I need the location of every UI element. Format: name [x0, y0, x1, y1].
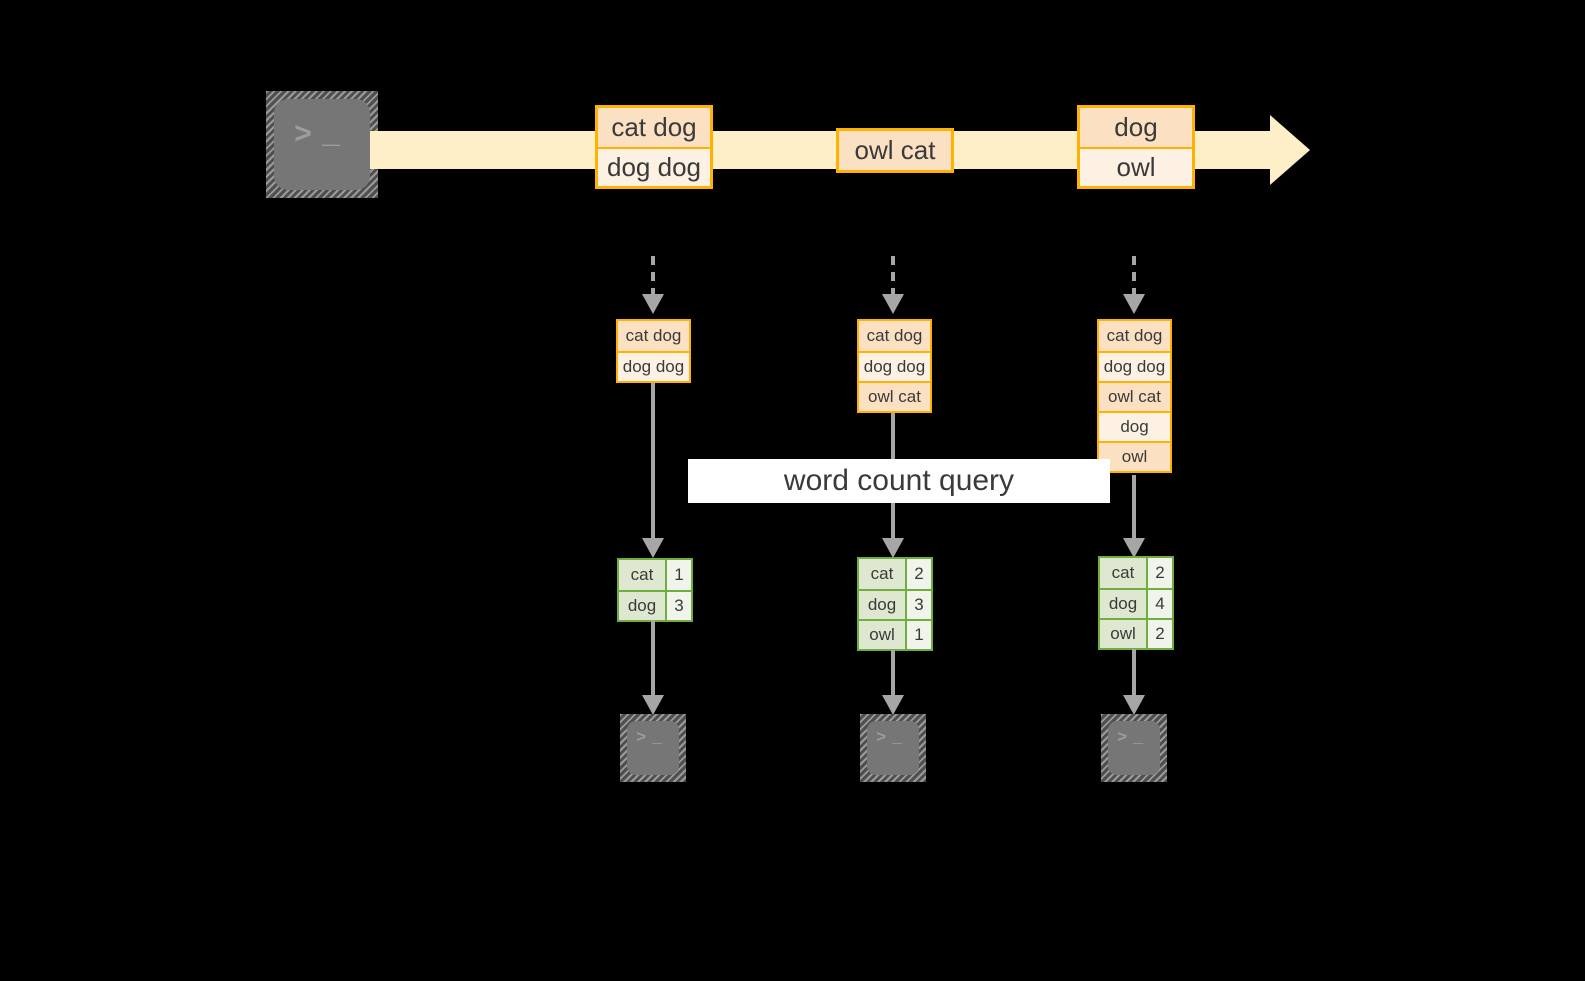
- result-count: 4: [1146, 590, 1172, 618]
- stream-to-snapshot-dashed-connector: [1132, 256, 1136, 294]
- word-count-result-table: cat 1 dog 3: [617, 558, 693, 622]
- stream-message-group: cat dog dog dog: [595, 105, 713, 189]
- stream-message: owl: [1080, 147, 1192, 186]
- result-count: 3: [905, 591, 931, 619]
- stream-message: cat dog: [598, 108, 710, 147]
- result-count: 1: [905, 621, 931, 649]
- producer-prompt-chevron-icon: >: [294, 119, 313, 153]
- word-count-result-table: cat 2 dog 3 owl 1: [857, 557, 933, 651]
- snapshot-to-result-arrowhead-icon: [882, 538, 904, 558]
- result-count: 2: [905, 559, 931, 589]
- result-row: owl 1: [859, 619, 931, 649]
- snapshot-to-result-connector: [1132, 475, 1136, 538]
- stream-message: dog: [1080, 108, 1192, 147]
- snapshot-message: owl: [1099, 441, 1170, 471]
- stream-message-group: owl cat: [836, 128, 954, 173]
- stream-to-snapshot-dashed-connector: [651, 256, 655, 294]
- result-word: owl: [859, 621, 905, 649]
- stream-to-snapshot-arrowhead-icon: [642, 294, 664, 314]
- stream-message-group: dog owl: [1077, 105, 1195, 189]
- stream-to-snapshot-arrowhead-icon: [1123, 294, 1145, 314]
- snapshot-message: cat dog: [618, 321, 689, 351]
- state-snapshot: cat dog dog dog owl cat: [857, 319, 932, 413]
- stream-to-snapshot-dashed-connector: [891, 256, 895, 294]
- consumer-terminal-icon: > _: [620, 714, 686, 782]
- state-snapshot: cat dog dog dog: [616, 319, 691, 383]
- result-to-consumer-arrowhead-icon: [1123, 695, 1145, 715]
- result-word: cat: [619, 560, 665, 590]
- producer-terminal-icon: > _: [266, 91, 378, 198]
- consumer-terminal-icon: > _: [1101, 714, 1167, 782]
- result-word: cat: [1100, 558, 1146, 588]
- snapshot-to-result-arrowhead-icon: [642, 538, 664, 558]
- result-to-consumer-arrowhead-icon: [882, 695, 904, 715]
- result-row: owl 2: [1100, 618, 1172, 648]
- consumer-terminal-icon: > _: [860, 714, 926, 782]
- result-row: dog 4: [1100, 588, 1172, 618]
- stream-message: owl cat: [839, 131, 951, 170]
- word-count-result-table: cat 2 dog 4 owl 2: [1098, 556, 1174, 650]
- result-to-consumer-connector: [891, 650, 895, 695]
- snapshot-message: cat dog: [1099, 321, 1170, 351]
- snapshot-to-result-connector: [651, 383, 655, 538]
- stream-message: dog dog: [598, 147, 710, 186]
- consumer-prompt-chevron-icon: >: [1117, 729, 1128, 748]
- result-row: cat 1: [619, 560, 691, 590]
- consumer-terminal-screen: > _: [1108, 721, 1160, 775]
- result-to-consumer-connector: [1132, 649, 1136, 695]
- result-row: dog 3: [859, 589, 931, 619]
- result-word: dog: [1100, 590, 1146, 618]
- stream-band-arrowhead-icon: [1270, 115, 1310, 185]
- result-count: 1: [665, 560, 691, 590]
- result-count: 3: [665, 592, 691, 620]
- consumer-prompt-chevron-icon: >: [636, 729, 647, 748]
- snapshot-message: cat dog: [859, 321, 930, 351]
- result-word: dog: [619, 592, 665, 620]
- result-word: dog: [859, 591, 905, 619]
- consumer-terminal-screen: > _: [867, 721, 919, 775]
- result-row: dog 3: [619, 590, 691, 620]
- result-count: 2: [1146, 558, 1172, 588]
- consumer-prompt-cursor-icon: _: [892, 729, 903, 748]
- producer-prompt-cursor-icon: _: [322, 119, 341, 153]
- snapshot-message: dog dog: [618, 351, 689, 381]
- stream-to-snapshot-arrowhead-icon: [882, 294, 904, 314]
- snapshot-message: dog: [1099, 411, 1170, 441]
- consumer-prompt-cursor-icon: _: [652, 729, 663, 748]
- result-word: owl: [1100, 620, 1146, 648]
- snapshot-message: dog dog: [1099, 351, 1170, 381]
- query-label: word count query: [688, 459, 1110, 503]
- result-word: cat: [859, 559, 905, 589]
- result-count: 2: [1146, 620, 1172, 648]
- result-row: cat 2: [859, 559, 931, 589]
- snapshot-message: owl cat: [859, 381, 930, 411]
- state-snapshot: cat dog dog dog owl cat dog owl: [1097, 319, 1172, 473]
- consumer-prompt-chevron-icon: >: [876, 729, 887, 748]
- result-to-consumer-arrowhead-icon: [642, 695, 664, 715]
- snapshot-message: owl cat: [1099, 381, 1170, 411]
- snapshot-to-result-arrowhead-icon: [1123, 538, 1145, 558]
- consumer-terminal-screen: > _: [627, 721, 679, 775]
- result-row: cat 2: [1100, 558, 1172, 588]
- consumer-prompt-cursor-icon: _: [1133, 729, 1144, 748]
- producer-terminal-screen: > _: [274, 99, 370, 190]
- snapshot-message: dog dog: [859, 351, 930, 381]
- result-to-consumer-connector: [651, 620, 655, 695]
